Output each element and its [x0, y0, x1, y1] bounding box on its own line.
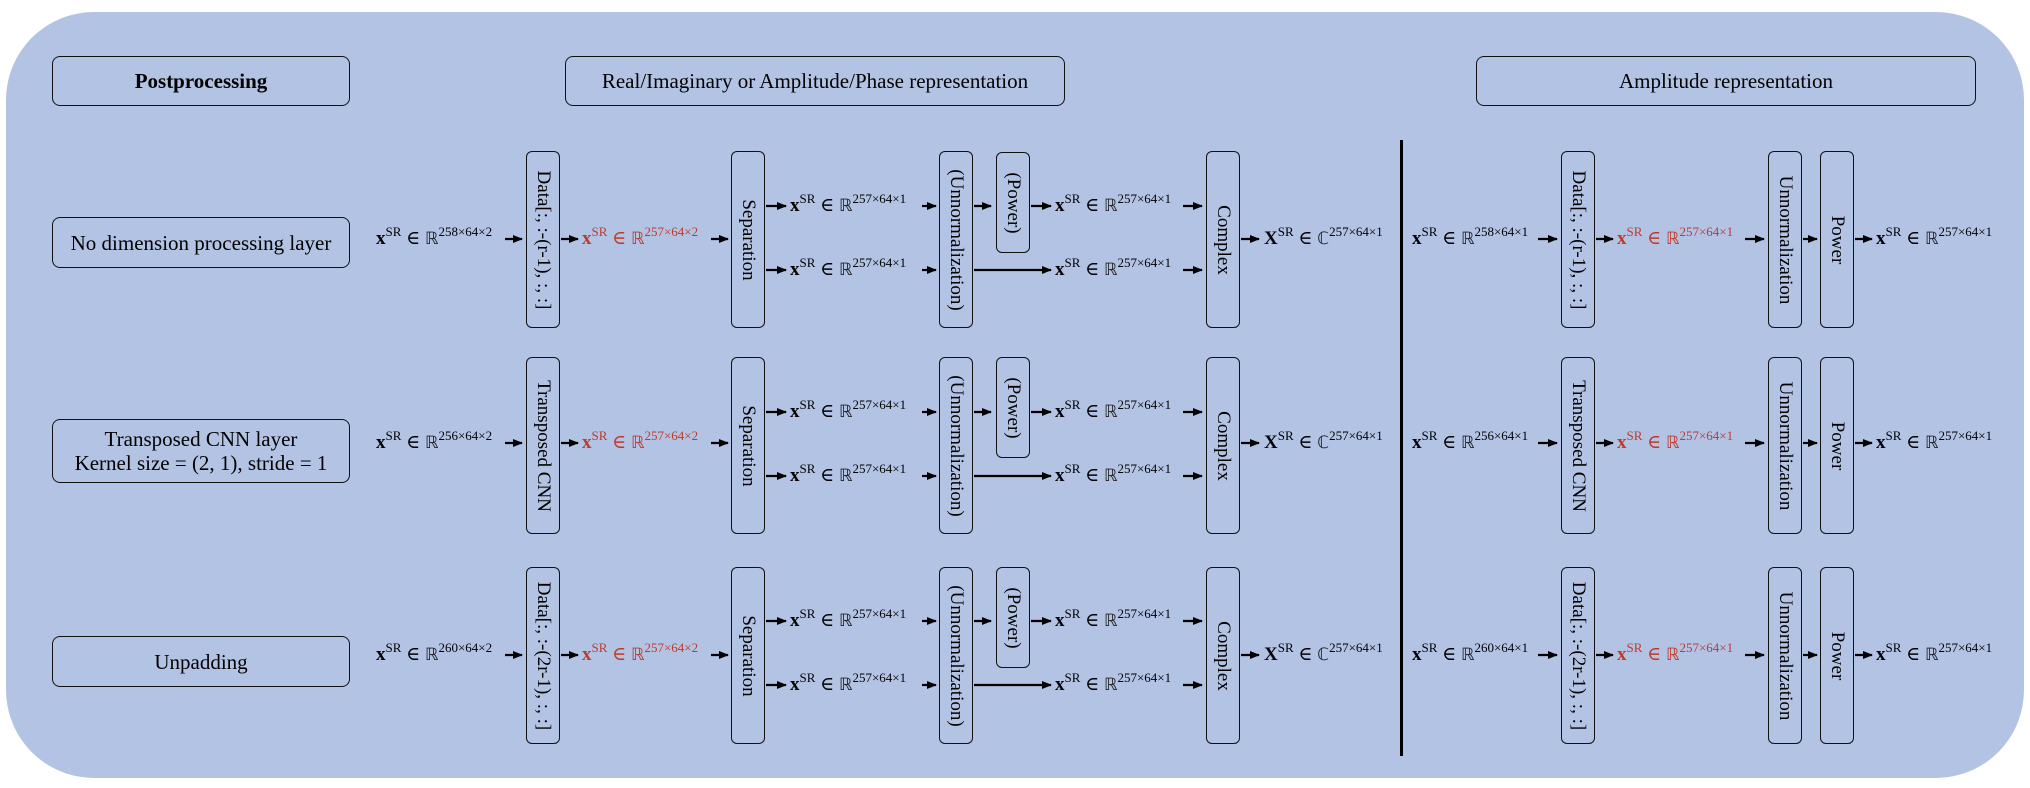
complex-input-upper: xSR ∈ ℝ257×64×1 — [1055, 397, 1172, 422]
amp-power-box: Power — [1820, 567, 1854, 744]
complex-input-upper: xSR ∈ ℝ257×64×1 — [1055, 606, 1172, 631]
amplitude-representation-header: Amplitude representation — [1476, 56, 1976, 106]
power-box-label: (Power) — [1003, 171, 1024, 234]
branch-equation-upper: xSR ∈ ℝ257×64×1 — [790, 397, 907, 422]
row-label-text: No dimension processing layer — [70, 230, 332, 255]
power-box-label: (Power) — [1003, 586, 1024, 649]
amp-input-equation: xSR ∈ ℝ256×64×1 — [1412, 428, 1529, 453]
amp-power-box: Power — [1820, 357, 1854, 534]
complex-input-lower: xSR ∈ ℝ257×64×1 — [1055, 461, 1172, 486]
separation-box: Separation — [731, 567, 765, 744]
complex-input-upper: xSR ∈ ℝ257×64×1 — [1055, 191, 1172, 216]
amp-unnormalization-box: Unnormalization — [1768, 567, 1802, 744]
branch-equation-upper: xSR ∈ ℝ257×64×1 — [790, 191, 907, 216]
complex-box: Complex — [1206, 567, 1240, 744]
input-equation: xSR ∈ ℝ258×64×2 — [376, 224, 493, 249]
amp-input-equation: xSR ∈ ℝ260×64×1 — [1412, 640, 1529, 665]
postprocessing-header: Postprocessing — [52, 56, 350, 106]
data-processing-box-label: Transposed CNN — [533, 379, 554, 512]
unnormalization-box-label: (Unnormalization) — [946, 584, 967, 727]
complex-output-equation: XSR ∈ ℂ257×64×1 — [1264, 640, 1383, 665]
amp-unnormalization-box-label: Unnormalization — [1775, 591, 1796, 720]
complex-box-label: Complex — [1213, 410, 1234, 481]
power-box: (Power) — [996, 357, 1030, 458]
input-equation: xSR ∈ ℝ256×64×2 — [376, 428, 493, 453]
diagram-panel — [6, 12, 2024, 778]
unnormalization-box: (Unnormalization) — [939, 151, 973, 328]
data-processing-box-label: Data[:, :-(r-1), :, :] — [533, 170, 554, 309]
amp-data-processing-box-label: Transposed CNN — [1568, 379, 1589, 512]
separation-box-label: Separation — [738, 404, 759, 487]
amp-processed-equation: xSR ∈ ℝ257×64×1 — [1617, 224, 1734, 249]
branch-equation-lower: xSR ∈ ℝ257×64×1 — [790, 670, 907, 695]
complex-input-lower: xSR ∈ ℝ257×64×1 — [1055, 670, 1172, 695]
amp-data-processing-box: Data[:, :-(r-1), :, :] — [1561, 151, 1595, 328]
amp-data-processing-box: Transposed CNN — [1561, 357, 1595, 534]
branch-equation-upper: xSR ∈ ℝ257×64×1 — [790, 606, 907, 631]
branch-equation-lower: xSR ∈ ℝ257×64×1 — [790, 255, 907, 280]
complex-box-label: Complex — [1213, 204, 1234, 275]
data-processing-box: Transposed CNN — [526, 357, 560, 534]
row-label-no-dimension: No dimension processing layer — [52, 217, 350, 268]
separation-box-label: Separation — [738, 198, 759, 281]
complex-output-equation: XSR ∈ ℂ257×64×1 — [1264, 224, 1383, 249]
unnormalization-box-label: (Unnormalization) — [946, 168, 967, 311]
amp-power-box-label: Power — [1827, 421, 1848, 470]
power-box: (Power) — [996, 567, 1030, 668]
row-label-text: Unpadding — [154, 649, 248, 674]
input-equation: xSR ∈ ℝ260×64×2 — [376, 640, 493, 665]
row-label-text: Transposed CNN layer — [104, 427, 298, 451]
amp-output-equation: xSR ∈ ℝ257×64×1 — [1876, 428, 1993, 453]
complex-box: Complex — [1206, 357, 1240, 534]
amp-power-box: Power — [1820, 151, 1854, 328]
power-box: (Power) — [996, 152, 1030, 253]
unnormalization-box: (Unnormalization) — [939, 357, 973, 534]
amp-power-box-label: Power — [1827, 215, 1848, 264]
amp-data-processing-box-label: Data[:, :-(2r-1), :, :] — [1568, 581, 1589, 730]
complex-box-label: Complex — [1213, 620, 1234, 691]
amp-unnormalization-box-label: Unnormalization — [1775, 175, 1796, 304]
amp-data-processing-box-label: Data[:, :-(r-1), :, :] — [1568, 170, 1589, 309]
unnormalization-box: (Unnormalization) — [939, 567, 973, 744]
amp-power-box-label: Power — [1827, 631, 1848, 680]
data-processing-box-label: Data[:, :-(2r-1), :, :] — [533, 581, 554, 730]
data-processing-box: Data[:, :-(2r-1), :, :] — [526, 567, 560, 744]
amp-data-processing-box: Data[:, :-(2r-1), :, :] — [1561, 567, 1595, 744]
amp-output-equation: xSR ∈ ℝ257×64×1 — [1876, 640, 1993, 665]
amp-unnormalization-box-label: Unnormalization — [1775, 381, 1796, 510]
branch-equation-lower: xSR ∈ ℝ257×64×1 — [790, 461, 907, 486]
complex-input-lower: xSR ∈ ℝ257×64×1 — [1055, 255, 1172, 280]
processed-equation: xSR ∈ ℝ257×64×2 — [582, 224, 699, 249]
amp-processed-equation: xSR ∈ ℝ257×64×1 — [1617, 640, 1734, 665]
row-label-subtext: Kernel size = (2, 1), stride = 1 — [74, 451, 328, 475]
amp-unnormalization-box: Unnormalization — [1768, 151, 1802, 328]
amp-output-equation: xSR ∈ ℝ257×64×1 — [1876, 224, 1993, 249]
ri-ap-representation-header: Real/Imaginary or Amplitude/Phase repres… — [565, 56, 1065, 106]
separation-box: Separation — [731, 357, 765, 534]
unnormalization-box-label: (Unnormalization) — [946, 374, 967, 517]
power-box-label: (Power) — [1003, 376, 1024, 439]
row-label-unpadding: Unpadding — [52, 636, 350, 687]
complex-output-equation: XSR ∈ ℂ257×64×1 — [1264, 428, 1383, 453]
amp-unnormalization-box: Unnormalization — [1768, 357, 1802, 534]
data-processing-box: Data[:, :-(r-1), :, :] — [526, 151, 560, 328]
processed-equation: xSR ∈ ℝ257×64×2 — [582, 640, 699, 665]
complex-box: Complex — [1206, 151, 1240, 328]
separation-box-label: Separation — [738, 614, 759, 697]
section-divider — [1400, 140, 1403, 756]
row-label-transposed-cnn: Transposed CNN layer Kernel size = (2, 1… — [52, 419, 350, 483]
separation-box: Separation — [731, 151, 765, 328]
amp-processed-equation: xSR ∈ ℝ257×64×1 — [1617, 428, 1734, 453]
processed-equation: xSR ∈ ℝ257×64×2 — [582, 428, 699, 453]
amp-input-equation: xSR ∈ ℝ258×64×1 — [1412, 224, 1529, 249]
